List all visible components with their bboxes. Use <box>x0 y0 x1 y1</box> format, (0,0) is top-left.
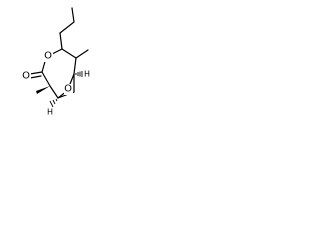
propyl-chain <box>59 7 75 50</box>
bond-o2-c3 <box>51 48 63 55</box>
methyl-top <box>75 49 89 59</box>
ring-oxygen-label: O <box>44 51 52 62</box>
bond-c4-c5 <box>73 57 77 75</box>
ring-bonds <box>41 48 77 99</box>
carbonyl-double-bond <box>29 71 43 79</box>
bond-c1-c8 <box>41 71 51 87</box>
bond-propyl-2 <box>59 21 75 34</box>
bridgehead-h-top-label: H <box>84 70 90 79</box>
bond-propyl-1 <box>59 32 63 50</box>
bond-o9-c5 <box>69 73 75 85</box>
bridge-oxygen-label: O <box>64 84 72 95</box>
methyl-bottom-wedge <box>36 86 50 94</box>
methyl-bottom <box>36 86 50 94</box>
carbonyl-oxygen-label: O <box>22 71 30 82</box>
hashed-h-top <box>75 71 83 77</box>
bond-c3-c4 <box>61 48 77 59</box>
hashed-h-bottom <box>49 98 58 108</box>
atom-labels: O O O H H <box>22 51 90 117</box>
bond-propyl-3 <box>71 7 75 23</box>
molecule-structure: O O O H H <box>22 7 90 117</box>
bridgehead-h-bottom-label: H <box>47 108 53 117</box>
bond-c8-c7 <box>49 85 59 99</box>
